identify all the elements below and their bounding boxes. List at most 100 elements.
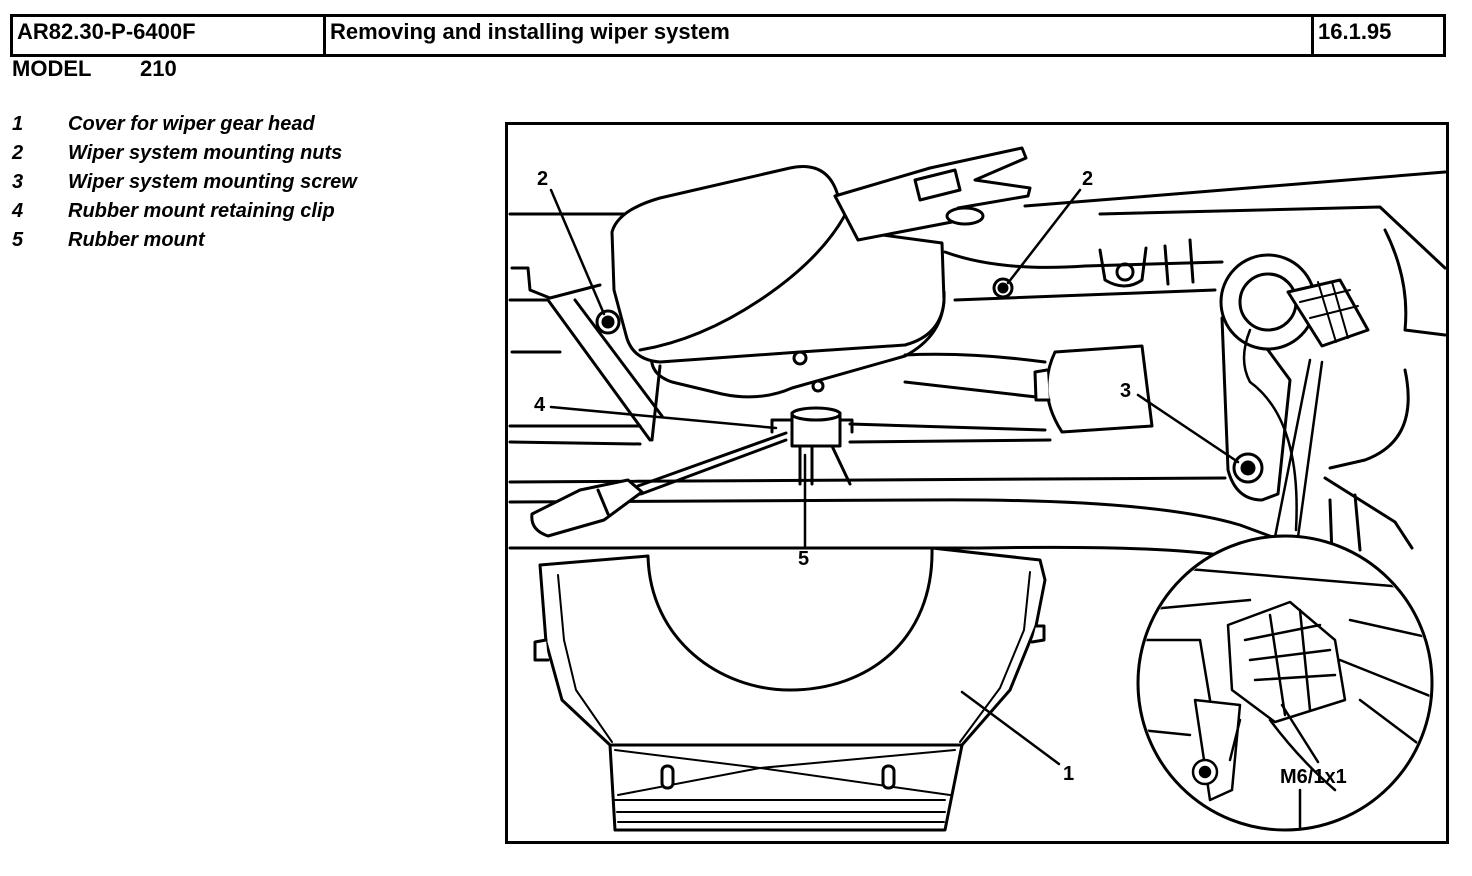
motor-cover [610, 165, 946, 364]
wiper-motor-body [1045, 344, 1154, 434]
left-diagonal-strut-inner [573, 298, 664, 418]
callout-2-right: 2 [1082, 168, 1093, 190]
housing-support-leg [650, 364, 662, 442]
cover-side-tab [533, 638, 550, 662]
right-contour-lower [1323, 476, 1414, 550]
legend-text: Rubber mount [68, 229, 205, 251]
screwdriver-handle [530, 478, 644, 538]
mounting-screw-center [1240, 460, 1256, 476]
lower-sweep-rail-inner [508, 545, 1227, 558]
connector-grommet [945, 206, 985, 226]
detail-view [1136, 358, 1434, 832]
mounting-nut-left-center [601, 315, 615, 329]
legend-number: 4 [12, 200, 24, 222]
callout-leaders [549, 188, 1320, 830]
callout-2-left: 2 [537, 168, 548, 190]
legend-item: 1 Cover for wiper gear head [12, 110, 482, 139]
cover-slot [881, 764, 896, 790]
lower-sweep-rail [508, 498, 1337, 562]
detail-mounting-nut-center [1198, 765, 1212, 779]
middle-rail-upper [508, 422, 1047, 432]
leader-line-2-left [549, 188, 606, 316]
leader-line-4 [549, 405, 778, 430]
legend-text: Rubber mount retaining clip [68, 200, 335, 222]
linkage-connector-grid [1299, 281, 1359, 343]
callout-5: 5 [798, 548, 809, 570]
leader-line-3 [1136, 393, 1240, 464]
cover-bottom-ribs [614, 799, 946, 823]
wiper-system-illustration: 2 2 4 3 5 1 M6/1x1 [508, 146, 1446, 832]
detail-pointer-lines [1273, 358, 1324, 539]
wiper-motor-end-cap [1033, 368, 1051, 402]
legend-item: 2 Wiper system mounting nuts [12, 139, 482, 168]
wiper-gear-head-cover [538, 546, 1047, 832]
screwdriver-shaft [636, 431, 788, 496]
rubber-mount-stem [798, 444, 814, 486]
leader-line-m6 [1280, 703, 1320, 830]
mounting-nut-right-center [997, 282, 1009, 294]
rubber-mount-top [790, 406, 842, 422]
detail-body-line [1140, 618, 1430, 762]
wiper-linkage [1219, 253, 1370, 532]
right-contour-upper [1383, 228, 1446, 337]
screwdriver [530, 431, 788, 538]
cover-slot [660, 764, 675, 790]
connector-cable [1242, 328, 1298, 532]
leader-line-1 [960, 690, 1061, 766]
legend-item: 3 Wiper system mounting screw [12, 168, 482, 197]
cowl-band-lower-edge [1098, 205, 1446, 270]
callout-1: 1 [1063, 763, 1074, 785]
callout-4: 4 [534, 394, 546, 416]
gear-head-cover [533, 546, 1047, 832]
rubber-mount-assembly [770, 406, 854, 486]
document-header-table: AR82.30-P-6400F Removing and installing … [10, 14, 1446, 57]
wiper-motor-assembly [595, 146, 1154, 442]
legend-item: 4 Rubber mount retaining clip [12, 197, 482, 226]
housing-bolt [811, 379, 825, 393]
detail-connector-grid [1243, 608, 1337, 717]
housing-bolt [792, 350, 808, 366]
legend-text: Wiper system mounting nuts [68, 142, 343, 164]
document-title: Removing and installing wiper system [326, 17, 1314, 54]
callout-m6-1x1: M6/1x1 [1280, 766, 1347, 788]
illustration-frame: 2 2 4 3 5 1 M6/1x1 [505, 122, 1449, 844]
left-bracket [510, 266, 602, 300]
cowl-top-right-edge [1023, 170, 1446, 208]
screwdriver-handle-ring [596, 488, 610, 516]
detail-connector [1226, 600, 1347, 724]
cowl-rib [1163, 238, 1195, 286]
legend-number: 2 [12, 142, 24, 164]
right-contour-middle [1328, 368, 1410, 470]
cover-side-tab [1030, 624, 1046, 644]
legend-number: 3 [12, 171, 24, 193]
document-id: AR82.30-P-6400F [13, 17, 326, 54]
cowl-bracket [1098, 246, 1148, 288]
detail-cable [1228, 718, 1337, 792]
legend-text: Wiper system mounting screw [68, 171, 357, 193]
middle-rail-lower [508, 438, 1052, 446]
callout-labels: 2 2 4 3 5 1 M6/1x1 [534, 168, 1347, 788]
legend-number: 5 [12, 229, 24, 251]
legend-text: Cover for wiper gear head [68, 113, 315, 135]
model-line: MODEL 210 [12, 56, 312, 82]
legend-number: 1 [12, 113, 24, 135]
rubber-mount-bracket-leg [830, 444, 852, 486]
motor-connector [833, 146, 1032, 242]
linkage-bar [903, 352, 1047, 400]
connector-label-plate [913, 168, 962, 202]
legend-item: 5 Rubber mount [12, 226, 482, 255]
motor-cover-edge [638, 213, 847, 352]
left-diagonal-strut [508, 298, 652, 442]
model-value: 210 [140, 56, 177, 81]
callout-3: 3 [1120, 380, 1131, 402]
document-date: 16.1.95 [1318, 19, 1392, 44]
parts-legend: 1 Cover for wiper gear head 2 Wiper syst… [12, 110, 482, 255]
leader-line-2-right [1006, 188, 1082, 285]
cowl-lower-edge [953, 288, 1217, 302]
cowl-inner-edge [943, 250, 1224, 269]
cover-inner-edge [557, 571, 1031, 743]
detail-view-contents [1140, 563, 1430, 802]
model-label: MODEL [12, 56, 92, 81]
wiper-linkage-arm [1220, 316, 1292, 502]
cowl-bracket-hole [1115, 262, 1135, 282]
